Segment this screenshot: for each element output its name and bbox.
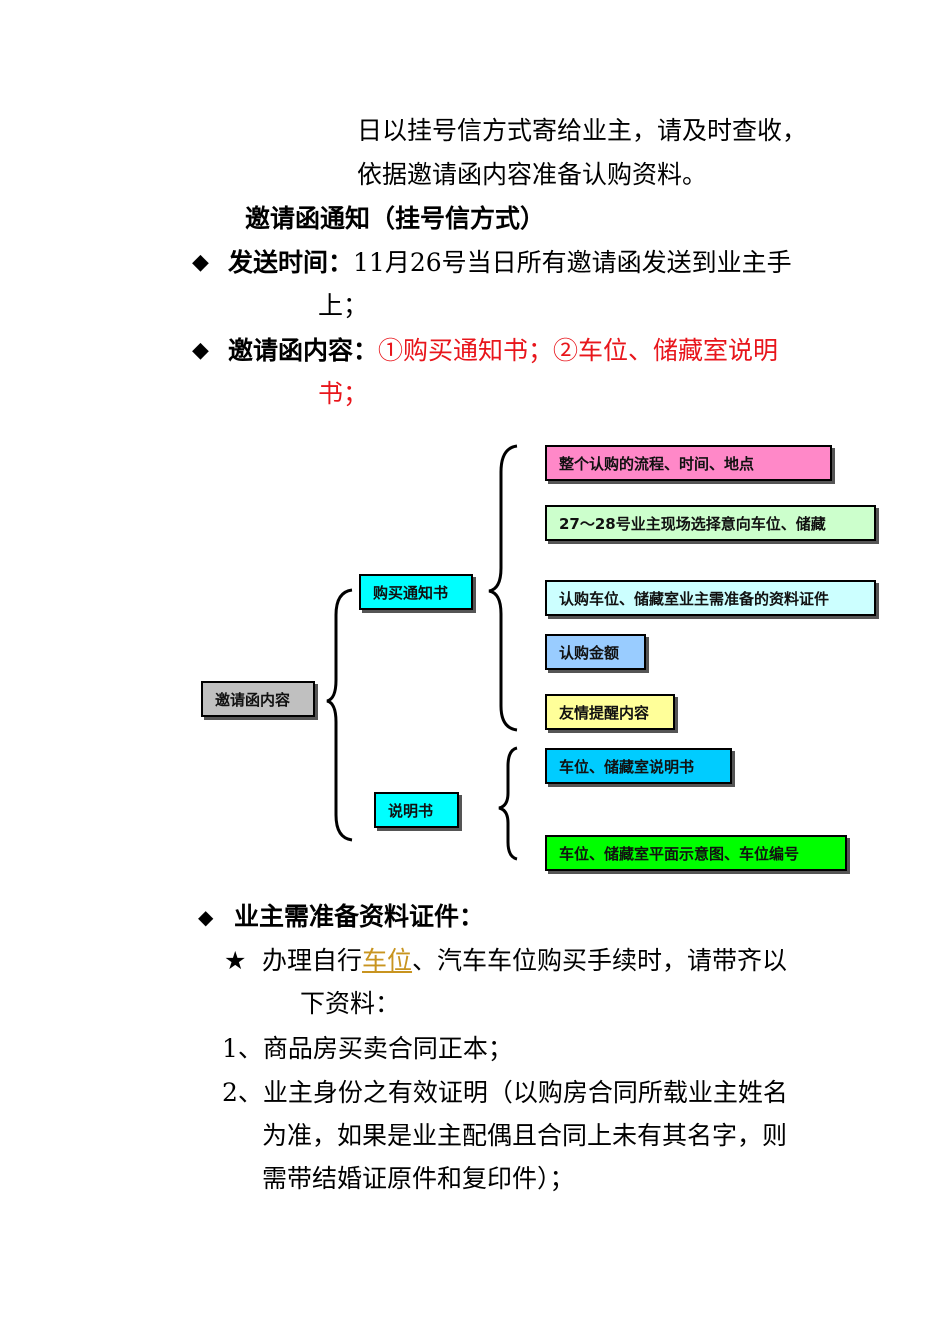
section-title: 邀请函通知（挂号信方式） <box>245 204 546 233</box>
branch1-brace <box>488 444 518 732</box>
send-time-text-cont: 上； <box>318 291 369 320</box>
star-line: 办理自行车位、汽车车位购买手续时，请带齐以 <box>262 945 787 977</box>
doc-item-2-cont-2: 需带结婚证原件和复印件）； <box>262 1164 575 1193</box>
intro-line-1: 日以挂号信方式寄给业主，请及时查收， <box>357 116 808 145</box>
intro-line-2: 依据邀请函内容准备认购资料。 <box>357 160 708 189</box>
diagram-leaf-documents: 认购车位、储藏室业主需准备的资料证件 <box>545 580 876 616</box>
star-line-post: 、汽车车位购买手续时，请带齐以 <box>412 946 788 975</box>
diamond-bullet-icon: ◆ <box>198 905 214 929</box>
diagram-root-node: 邀请函内容 <box>201 681 315 717</box>
star-icon: ★ <box>224 946 247 975</box>
branch2-brace <box>498 746 518 861</box>
diamond-bullet-icon: ◆ <box>192 250 209 275</box>
doc-item-2: 2、业主身份之有效证明（以购房合同所载业主姓名 <box>222 1078 788 1107</box>
star-line-cont: 下资料： <box>300 989 401 1018</box>
diagram-leaf-manual: 车位、储藏室说明书 <box>545 748 732 784</box>
diagram-leaf-reminder: 友情提醒内容 <box>545 694 675 730</box>
parking-link[interactable]: 车位 <box>362 946 413 975</box>
diagram-leaf-site-selection: 27～28号业主现场选择意向车位、储藏 <box>545 505 876 541</box>
root-brace <box>326 588 353 842</box>
diamond-bullet-icon: ◆ <box>192 338 209 363</box>
invite-content-text: ①购买通知书；②车位、储藏室说明 <box>378 336 779 365</box>
send-time-line: 发送时间：11月26号当日所有邀请函发送到业主手 <box>228 247 792 279</box>
invite-content-line: 邀请函内容：①购买通知书；②车位、储藏室说明 <box>228 335 778 367</box>
diagram-branch-manual: 说明书 <box>374 792 459 828</box>
send-time-label: 发送时间： <box>228 248 354 277</box>
diagram-branch-purchase-notice: 购买通知书 <box>359 574 473 610</box>
diagram-leaf-amount: 认购金额 <box>545 634 646 670</box>
invite-content-text-cont: 书； <box>318 379 369 408</box>
diagram-leaf-process: 整个认购的流程、时间、地点 <box>545 445 832 481</box>
doc-item-2-cont-1: 为准，如果是业主配偶且合同上未有其名字，则 <box>262 1121 788 1150</box>
star-line-pre: 办理自行 <box>262 946 363 975</box>
invite-content-label: 邀请函内容： <box>228 336 379 365</box>
diagram-leaf-floor-plan: 车位、储藏室平面示意图、车位编号 <box>545 835 847 871</box>
doc-item-1: 1、商品房买卖合同正本； <box>222 1034 513 1063</box>
send-time-text: 11月26号当日所有邀请函发送到业主手 <box>353 248 792 277</box>
owner-docs-title: 业主需准备资料证件： <box>234 902 485 931</box>
